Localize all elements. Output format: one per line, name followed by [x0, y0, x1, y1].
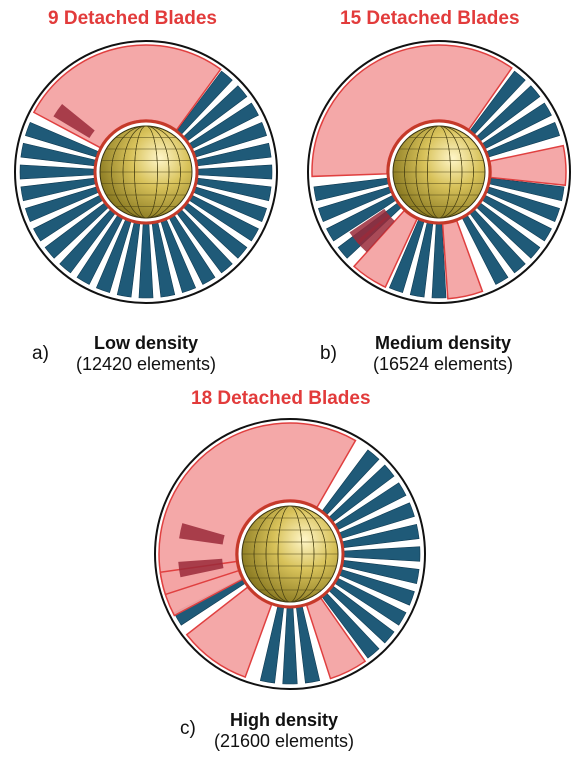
panel-b-caption: Medium density (16524 elements)	[343, 333, 543, 375]
panel-c-title: 18 Detached Blades	[191, 388, 371, 409]
panel-a-letter: a)	[32, 343, 49, 364]
panel-a-caption: Low density (12420 elements)	[46, 333, 246, 375]
hub-ring	[93, 119, 199, 225]
panel-b-elements: (16524 elements)	[372, 354, 514, 374]
panel-a-elements: (12420 elements)	[75, 354, 217, 374]
detached-blade-fragment	[349, 208, 390, 245]
panel-a-fan-figure	[14, 40, 278, 304]
panel-a-density: Low density	[93, 333, 198, 353]
panel-b-letter: b)	[320, 343, 337, 364]
detached-blade-fragment	[178, 558, 224, 578]
hub-ring	[235, 499, 345, 609]
hub-mesh-line	[111, 125, 181, 219]
detached-blade-fragment	[356, 214, 395, 253]
panel-a-title: 9 Detached Blades	[48, 8, 217, 29]
hub-ring	[386, 119, 492, 225]
panel-c-elements: (21600 elements)	[213, 731, 355, 751]
panel-c-caption: High density (21600 elements)	[184, 710, 384, 752]
hub-mesh-line	[253, 505, 327, 603]
detached-blade-fragment	[179, 523, 225, 545]
panel-c-fan-figure	[154, 418, 426, 690]
panel-b-density: Medium density	[374, 333, 512, 353]
panel-b-fan-figure	[307, 40, 571, 304]
detached-blade-fragment	[53, 104, 95, 139]
hub-mesh-line	[404, 125, 474, 219]
panel-c-density: High density	[229, 710, 338, 730]
panel-b-title: 15 Detached Blades	[340, 8, 520, 29]
panel-c-letter: c)	[180, 718, 196, 739]
